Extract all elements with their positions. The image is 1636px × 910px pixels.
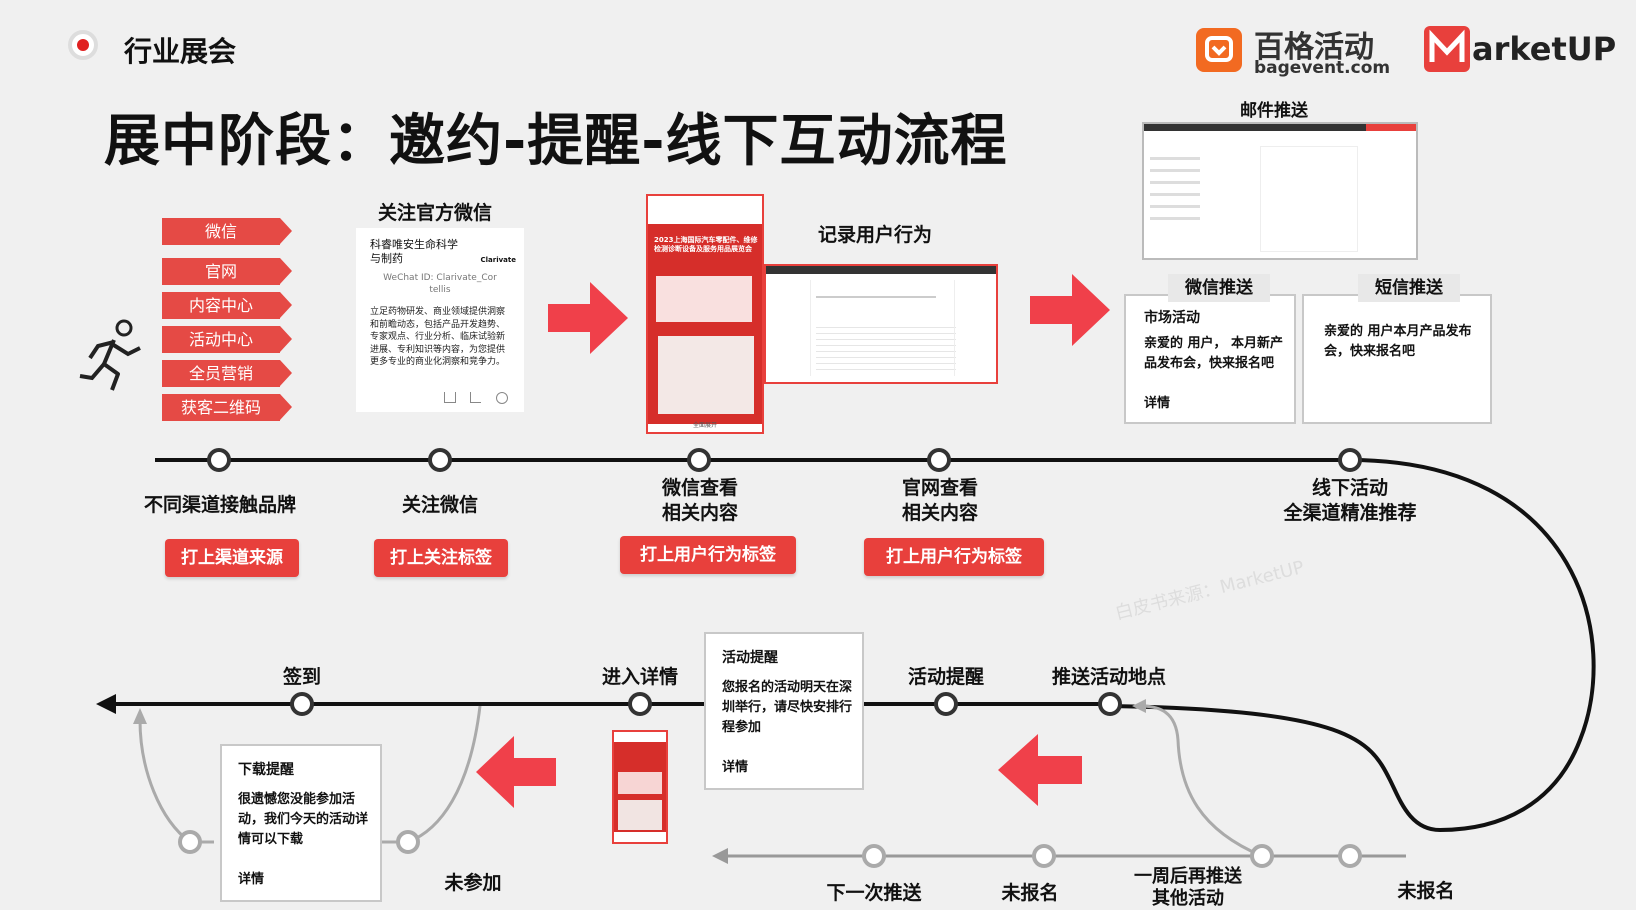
wechat-push-body: 亲爱的 用户， 本月新产品发布会，快来报名吧: [1144, 336, 1284, 371]
wechat-push-link: 详情: [1144, 396, 1171, 411]
wechat-push-card: 市场活动 亲爱的 用户， 本月新产品发布会，快来报名吧 详情: [1124, 294, 1296, 424]
arrow-left-2: [998, 734, 1082, 806]
arrow-left-1: [476, 736, 556, 808]
wechat-card-heading: 关注官方微信: [378, 202, 493, 224]
chart-icon: [470, 392, 481, 403]
arrow-right-2: [1030, 274, 1110, 346]
bagevent-name: 百格活动: [1254, 30, 1374, 65]
bagevent-domain: bagevent.com: [1254, 58, 1391, 78]
reminder-link: 详情: [722, 760, 749, 775]
tag-channel-source: 打上渠道来源: [165, 539, 299, 577]
channel-all-staff: 全员营销: [162, 360, 292, 387]
download-body: 很遗憾您没能参加活动，我们今天的活动详情可以下载: [238, 792, 369, 847]
reminder-title: 活动提醒: [722, 650, 778, 666]
node-label-week-later: 一周后再推送 其他活动: [1134, 866, 1242, 909]
node-label-wechat-view: 微信查看 相关内容: [661, 477, 738, 524]
wechat-title-line1: 科睿唯安生命科学: [370, 238, 458, 251]
wechat-push-title: 微信推送: [1168, 274, 1270, 302]
download-card: 下载提醒 很遗憾您没能参加活动，我们今天的活动详情可以下载 详情: [220, 744, 382, 902]
reminder-body: 您报名的活动明天在深圳举行，请尽快安排行程参加: [722, 680, 853, 735]
wechat-id: WeChat ID: Clarivate_Cor tellis: [370, 272, 510, 296]
marketup-logo-mark: [1424, 26, 1470, 72]
phone-footer: 全面展开: [692, 422, 717, 429]
marketup-name: arketUP: [1472, 30, 1617, 68]
wechat-title-line2: 与制药: [370, 252, 403, 265]
refresh-icon: [496, 392, 508, 404]
tag-behavior-1: 打上用户行为标签: [620, 536, 796, 574]
node-label-push-location: 推送活动地点: [1051, 666, 1166, 688]
reminder-card: 活动提醒 您报名的活动明天在深圳举行，请尽快安排行程参加 详情: [704, 632, 864, 790]
phone-screenshot-small: [612, 730, 668, 844]
wechat-id-line2: tellis: [429, 285, 451, 295]
node-label-channels: 不同渠道接触品牌: [143, 494, 296, 516]
email-push-label: 邮件推送: [1240, 101, 1308, 121]
node-label-event-reminder: 活动提醒: [907, 666, 984, 688]
channel-content-center: 内容中心: [162, 292, 292, 319]
bagevent-logo: [1196, 28, 1242, 72]
tag-behavior-2: 打上用户行为标签: [864, 538, 1044, 576]
channel-qrcode: 获客二维码: [162, 394, 292, 421]
wechat-push-line1: 市场活动: [1144, 310, 1200, 326]
analytics-screenshot: [764, 264, 998, 384]
record-behavior-label: 记录用户行为: [818, 224, 933, 246]
wechat-account-card: 科睿唯安生命科学 与制药 Clarivate WeChat ID: Clariv…: [356, 228, 524, 412]
node-label-offline: 线下活动 全渠道精准推荐: [1283, 477, 1417, 524]
node-label-next-push: 下一次推送: [826, 882, 922, 904]
sms-push-title: 短信推送: [1358, 274, 1460, 302]
record-icon: [68, 30, 98, 60]
phone-headline: 2023上海国际汽车零配件、维修检测诊断设备及服务用品展览会: [654, 236, 758, 253]
running-person-icon: [79, 319, 141, 391]
channel-website: 官网: [162, 258, 292, 285]
download-title: 下载提醒: [238, 762, 294, 778]
node-label-checkin: 签到: [282, 666, 321, 688]
tag-follow: 打上关注标签: [374, 539, 508, 577]
page-title: 展中阶段：邀约-提醒-线下互动流程: [104, 109, 1008, 174]
clarivate-logo: Clarivate: [480, 256, 517, 264]
channel-wechat: 微信: [162, 218, 292, 245]
phone-screenshot: 2023上海国际汽车零配件、维修检测诊断设备及服务用品展览会 全面展开: [646, 194, 764, 434]
download-link: 详情: [238, 872, 265, 887]
node-label-not-registered-1: 未报名: [1001, 882, 1059, 904]
email-screenshot: [1142, 122, 1418, 260]
node-label-follow-wechat: 关注微信: [401, 494, 478, 516]
node-label-website-view: 官网查看 相关内容: [901, 477, 978, 524]
wechat-description: 立足药物研发、商业领域提供洞察和前瞻动态，包括产品开发趋势、专家观点、行业分析、…: [370, 307, 506, 367]
share-icon: [444, 392, 456, 403]
arrow-right-1: [548, 282, 628, 354]
node-label-not-attended: 未参加: [444, 872, 502, 894]
node-label-enter-detail: 进入详情: [601, 666, 678, 688]
section-label: 行业展会: [124, 35, 237, 68]
sms-push-body: 亲爱的 用户本月产品发布会，快来报名吧: [1324, 324, 1472, 359]
wechat-id-line1: WeChat ID: Clarivate_Cor: [383, 273, 497, 283]
node-label-not-registered-2: 未报名: [1397, 880, 1455, 902]
wechat-account-title: 科睿唯安生命科学 与制药: [370, 238, 458, 266]
channel-event-center: 活动中心: [162, 326, 292, 353]
